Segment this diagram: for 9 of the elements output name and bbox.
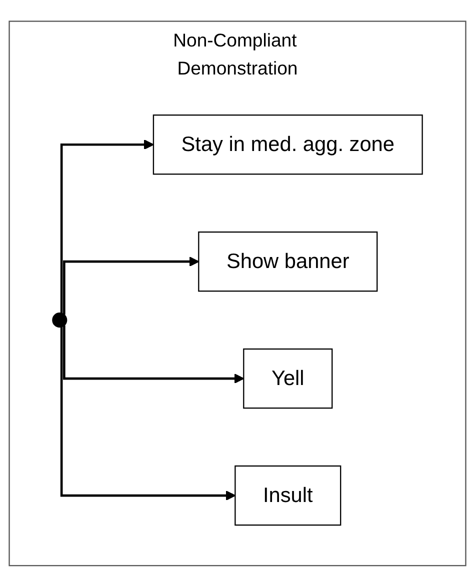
node-circle [52,312,68,328]
node-box: Insult [234,466,342,526]
node-box: Yell [243,348,333,409]
node-box: Stay in med. agg. zone [152,114,423,175]
arrow [63,256,200,315]
arrow [60,140,154,314]
arrow [60,326,236,501]
arrow [63,325,244,384]
node-box: Show banner [198,232,378,292]
